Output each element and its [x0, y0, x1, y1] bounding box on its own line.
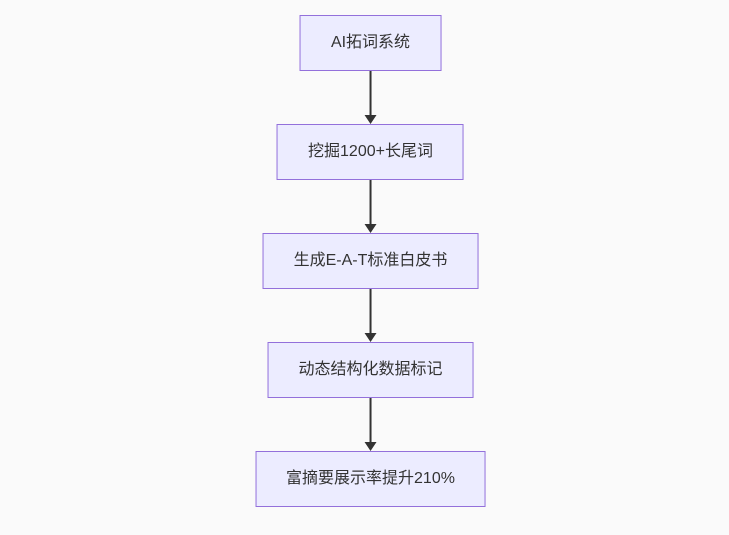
- flow-node: 富摘要展示率提升210%: [255, 451, 486, 507]
- flow-step: 富摘要展示率提升210%: [255, 451, 486, 507]
- flowchart-column: AI拓词系统 挖掘1200+长尾词 生成E-A-T标准白皮书 动态结构化数据标记: [255, 15, 486, 507]
- flow-edge: [364, 180, 377, 233]
- flow-node: 动态结构化数据标记: [267, 342, 474, 398]
- flow-node: AI拓词系统: [299, 15, 442, 71]
- flow-step: AI拓词系统: [299, 15, 442, 124]
- flow-node-label: 动态结构化数据标记: [298, 361, 443, 379]
- flow-node: 生成E-A-T标准白皮书: [262, 233, 479, 289]
- flow-step: 挖掘1200+长尾词: [277, 124, 464, 233]
- flow-edge: [364, 289, 377, 342]
- edge-line: [369, 71, 372, 115]
- flow-node-label: AI拓词系统: [330, 34, 411, 52]
- flow-node-label: 生成E-A-T标准白皮书: [293, 252, 448, 270]
- flow-node: 挖掘1200+长尾词: [277, 124, 464, 180]
- arrowhead-icon: [364, 442, 377, 451]
- edge-line: [369, 289, 372, 333]
- edge-line: [369, 398, 372, 442]
- arrowhead-icon: [364, 333, 377, 342]
- arrowhead-icon: [364, 224, 377, 233]
- flow-step: 动态结构化数据标记: [267, 342, 474, 451]
- flow-node-label: 挖掘1200+长尾词: [308, 143, 433, 161]
- flow-edge: [364, 71, 377, 124]
- flow-step: 生成E-A-T标准白皮书: [262, 233, 479, 342]
- arrowhead-icon: [364, 115, 377, 124]
- flow-edge: [364, 398, 377, 451]
- edge-line: [369, 180, 372, 224]
- flow-node-label: 富摘要展示率提升210%: [286, 470, 455, 488]
